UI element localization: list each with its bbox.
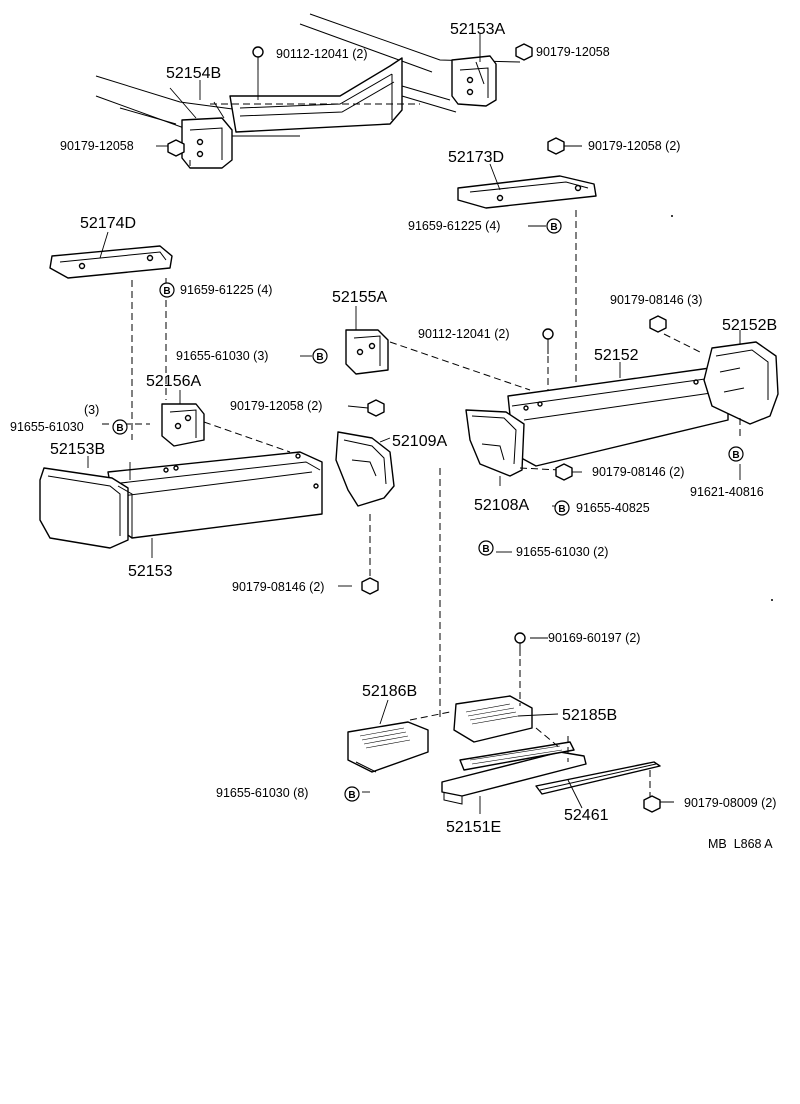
label-90112-12041-2-mid: 90112-12041 (2) [418,327,510,341]
bumper-52152 [507,367,729,467]
label-91655-40825: 91655-40825 [576,501,650,515]
bracket-52109A [335,431,395,507]
label-91659-61225-4-right: 91659-61225 (4) [408,219,500,233]
bolt-marker-icon: B [344,786,360,802]
nut-icon [547,137,565,155]
label-91655-61030-3-mid: 91655-61030 (3) [176,349,268,363]
bolt-marker-icon: B [112,419,128,435]
bumper-end-52152B [703,341,779,425]
step-pad-52185B [453,695,533,743]
svg-text:B: B [482,544,489,555]
label-52461: 52461 [564,807,609,824]
bolt-marker-icon: B [546,218,562,234]
bumper-52153 [107,451,323,539]
svg-text:B: B [550,222,557,233]
bolt-icon [252,46,264,70]
step-bracket-52151E [441,741,587,805]
label-52153B: 52153B [50,441,105,458]
bolt-marker-icon: B [478,540,494,556]
nut-icon [515,43,533,61]
label-52108A: 52108A [474,497,529,514]
nut-icon [361,577,379,595]
bolt-icon [514,632,526,656]
label-52173D: 52173D [448,149,504,166]
label-90112-12041-top: 90112-12041 (2) [276,47,368,61]
label-90179-08009-2: 90179-08009 (2) [684,796,776,810]
label-52156A: 52156A [146,373,201,390]
nut-icon [649,315,667,333]
step-strip-52461 [535,761,661,795]
label-91655-61030-8: 91655-61030 (8) [216,786,308,800]
bolt-marker-icon: B [728,446,744,462]
svg-text:B: B [558,504,565,515]
scan-speck [771,599,773,601]
nut-icon [367,399,385,417]
bolt-icon [542,328,554,354]
svg-text:B: B [348,790,355,801]
nut-icon [555,463,573,481]
label-52152: 52152 [594,347,639,364]
label-90179-12058-top: 90179-12058 [536,45,610,59]
plate-52173D [457,175,597,209]
label-91659-61225-4-left: 91659-61225 (4) [180,283,272,297]
label-90179-08146-2-right: 90179-08146 (2) [592,465,684,479]
nut-icon [643,795,661,813]
plate-52174D [49,245,173,279]
label-90179-12058-2-mid: 90179-12058 (2) [230,399,322,413]
leader-lines [87,34,741,814]
bolt-marker-icon: B [312,348,328,364]
bracket-52155A [345,329,389,375]
label-91655-61030-left: 91655-61030 [10,420,84,434]
svg-text:B: B [116,423,123,434]
bracket-52108A [465,409,525,477]
label-90179-08146-3: 90179-08146 (3) [610,293,702,307]
scan-speck [671,215,673,217]
label-52186B: 52186B [362,683,417,700]
label-52154B: 52154B [166,65,221,82]
label-90179-08146-2-low: 90179-08146 (2) [232,580,324,594]
label-90179-12058-2-right: 90179-12058 (2) [588,139,680,153]
frame-rails [95,13,521,137]
label-91655-61030-2: 91655-61030 (2) [516,545,608,559]
alignment-lines [102,103,741,800]
diagram-code: MB L868 A [708,837,773,851]
label-52153: 52153 [128,563,173,580]
label-52185B: 52185B [562,707,617,724]
label-52152B: 52152B [722,317,777,334]
bracket-52154B [181,101,233,169]
svg-text:B: B [316,352,323,363]
nut-icon [167,139,185,157]
label-90179-12058-left: 90179-12058 [60,139,134,153]
bracket-52153A [451,55,497,107]
part-labels: 52153A 90179-12058 90112-12041 (2) 52154… [10,21,777,851]
bolt-marker-icon: B [159,282,175,298]
svg-text:B: B [732,450,739,461]
label-52153A: 52153A [450,21,505,38]
svg-text:B: B [163,286,170,297]
label-90169-60197-2: 90169-60197 (2) [548,631,640,645]
label-91621-40816: 91621-40816 [690,485,764,499]
bumper-end-52153B [39,467,133,549]
step-pad-52186B [347,721,429,773]
label-52109A: 52109A [392,433,447,450]
label-52151E: 52151E [446,819,501,836]
bolt-marker-icon: B [554,500,570,516]
label-qty-3: (3) [84,403,99,417]
label-52174D: 52174D [80,215,136,232]
label-52155A: 52155A [332,289,387,306]
bracket-52156A [161,403,205,447]
